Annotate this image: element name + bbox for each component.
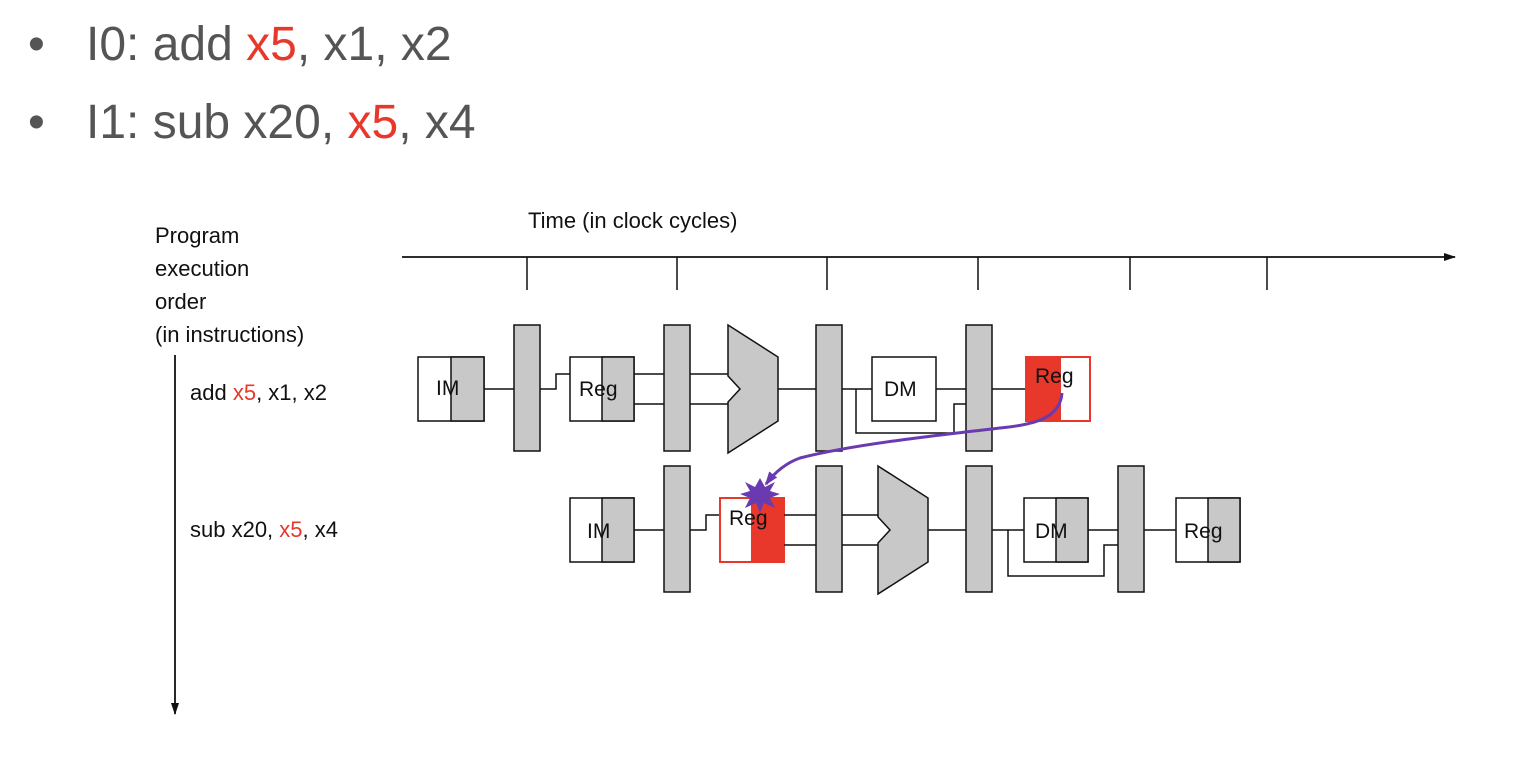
dm-label: DM	[1035, 520, 1068, 543]
bullet-item-i1: • I1: sub x20, x5, x4	[28, 84, 476, 162]
bullet-item-i0: • I0: add x5, x1, x2	[28, 6, 476, 84]
im-stage: IM	[569, 497, 635, 563]
reg-label: Reg	[1035, 365, 1074, 388]
bullet-text-suffix: , x1, x2	[296, 18, 452, 71]
bullet-dot: •	[28, 96, 45, 149]
bullet-dot: •	[28, 18, 45, 71]
bullet-text-prefix: I1: sub x20,	[86, 96, 348, 149]
bullet-text-prefix: I0: add	[86, 18, 247, 71]
pipeline-register	[663, 465, 691, 593]
pipeline-row-sub: IM Reg DM	[569, 464, 1241, 596]
pipeline-register	[965, 465, 993, 593]
reg-write-stage: Reg	[1175, 497, 1241, 563]
time-axis-label: Time (in clock cycles)	[528, 208, 737, 233]
reg-label: Reg	[729, 507, 768, 530]
reg-write-stage-hazard: Reg	[1025, 356, 1091, 422]
pipeline-register	[1117, 465, 1145, 593]
hazard-register: x5	[246, 18, 297, 71]
im-label: IM	[436, 377, 459, 400]
reg-label: Reg	[579, 378, 618, 401]
pipeline-register	[815, 465, 843, 593]
dm-stage: DM	[1023, 497, 1089, 563]
hazard-burst-icon	[740, 478, 780, 513]
pipeline-register	[663, 324, 691, 452]
order-axis-label: Program execution order (in instructions…	[155, 223, 304, 347]
reg-label: Reg	[1184, 520, 1223, 543]
instruction-label-sub: sub x20, x5, x4	[190, 517, 338, 542]
hazard-register: x5	[347, 96, 399, 149]
im-label: IM	[587, 520, 610, 543]
alu	[727, 323, 779, 455]
reg-read-stage: Reg	[569, 356, 635, 422]
alu	[877, 464, 929, 596]
im-stage: IM	[417, 356, 485, 422]
dm-stage: DM	[871, 356, 937, 422]
reg-read-stage-hazard: Reg	[719, 497, 785, 563]
instruction-label-add: add x5, x1, x2	[190, 380, 327, 405]
bullet-list: •I0: add x5, x1, x2 •I1: sub x20, x5, x4	[28, 6, 476, 162]
pipeline-row-add: IM Reg DM	[417, 323, 1091, 455]
bullet-text-suffix: , x4	[398, 96, 476, 149]
pipeline-register	[815, 324, 843, 452]
hazard-dependency-arrow	[764, 392, 1064, 486]
pipeline-register	[513, 324, 541, 452]
time-ticks	[526, 257, 1268, 290]
dm-label: DM	[884, 378, 917, 401]
